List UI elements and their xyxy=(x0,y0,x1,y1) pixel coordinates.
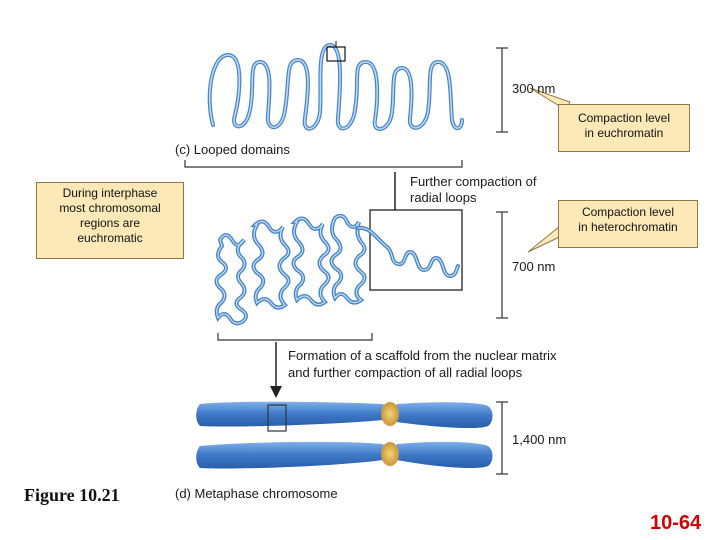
step1-line1: Further compaction of xyxy=(410,174,537,189)
callout-interphase-line2: most chromosomal xyxy=(59,201,161,215)
bracket-radial xyxy=(217,333,373,341)
step2-line2: and further compaction of all radial loo… xyxy=(288,365,523,380)
label-looped-domains: (c) Looped domains xyxy=(175,142,290,157)
callout-euchromatin-line2: in euchromatin xyxy=(584,126,664,140)
scale-label-700: 700 nm xyxy=(512,259,556,274)
zoom-box-chromosome xyxy=(267,404,287,432)
callout-heterochromatin: Compaction level in heterochromatin xyxy=(558,200,698,248)
zoom-box-radial xyxy=(356,209,463,291)
step1-line2: radial loops xyxy=(410,190,477,205)
callout-interphase: During interphase most chromosomal regio… xyxy=(36,182,184,259)
arrow-step2 xyxy=(270,342,282,398)
centromere-top xyxy=(381,402,399,426)
scale-bar-300 xyxy=(496,47,508,133)
callout-interphase-line3: regions are xyxy=(79,216,141,230)
step2-line1: Formation of a scaffold from the nuclear… xyxy=(288,348,557,363)
scale-bar-1400 xyxy=(496,401,508,475)
bracket-looped xyxy=(184,160,463,168)
centromere-bottom xyxy=(381,442,399,466)
figure-number: Figure 10.21 xyxy=(24,485,120,505)
step1-label: Further compaction of radial loops xyxy=(410,174,536,206)
slide-number: 10-64 xyxy=(650,512,702,534)
scale-label-300: 300 nm xyxy=(512,81,556,96)
looped-domains xyxy=(207,41,464,131)
callout-heterochromatin-line1: Compaction level xyxy=(581,205,675,219)
callout-euchromatin-line1: Compaction level xyxy=(577,111,671,125)
callout-euchromatin: Compaction level in euchromatin xyxy=(558,104,690,152)
callout-interphase-line4: euchromatic xyxy=(77,231,143,245)
callout-heterochromatin-line2: in heterochromatin xyxy=(578,220,678,234)
label-metaphase: (d) Metaphase chromosome xyxy=(175,486,338,501)
metaphase-chromosome xyxy=(196,401,493,469)
callout-interphase-line1: During interphase xyxy=(62,186,158,200)
step2-label: Formation of a scaffold from the nuclear… xyxy=(288,347,557,381)
scale-bar-700 xyxy=(496,211,508,319)
scale-label-1400: 1,400 nm xyxy=(512,432,567,447)
